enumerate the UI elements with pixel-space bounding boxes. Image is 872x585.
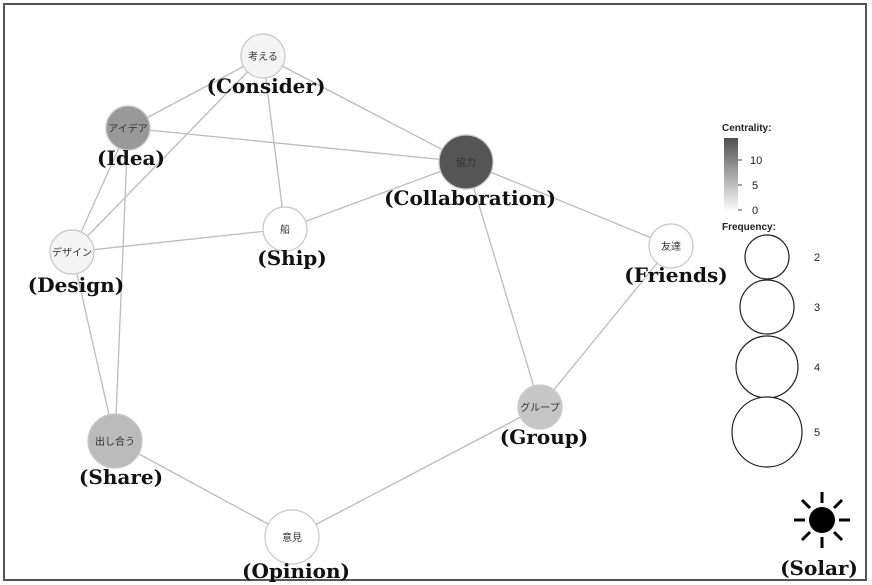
sun-icon bbox=[794, 492, 850, 548]
node-label-en-consider: (Consider) bbox=[207, 74, 326, 98]
node-label-jp-consider: 考える bbox=[248, 51, 278, 63]
edge-design-ship bbox=[71, 228, 286, 253]
node-label-en-idea: (Idea) bbox=[97, 146, 165, 170]
labels-layer: (Consider) (Idea) (Collaboration) (Ship) (De… bbox=[28, 74, 728, 583]
edge-group-opinion bbox=[291, 406, 541, 538]
edge-idea-collaboration bbox=[127, 127, 467, 163]
node-idea bbox=[105, 105, 151, 151]
node-group bbox=[517, 384, 563, 430]
node-label-en-collaboration: (Collaboration) bbox=[384, 186, 556, 210]
centrality-tick-label: 5 bbox=[752, 180, 758, 192]
legend: Centrality: 10 5 0 Frequency: 2 3 4 5 bbox=[722, 123, 820, 468]
centrality-legend-title: Centrality: bbox=[722, 123, 771, 134]
node-label-jp-idea: アイデア bbox=[108, 122, 148, 135]
node-label-jp-opinion: 意見 bbox=[282, 531, 302, 544]
diagram-frame bbox=[3, 3, 867, 581]
edge-collaboration-group bbox=[465, 161, 541, 408]
centrality-color-bar bbox=[724, 138, 738, 212]
node-collaboration bbox=[438, 134, 494, 190]
edge-consider-collaboration bbox=[262, 55, 467, 163]
node-label-jp-collaboration: 協力 bbox=[456, 156, 476, 169]
node-label-en-ship: (Ship) bbox=[257, 246, 327, 270]
node-label-jp-ship: 船 bbox=[280, 223, 290, 236]
frequency-label: 3 bbox=[814, 302, 820, 314]
node-label-jp-share: 出し合う bbox=[95, 435, 135, 448]
frequency-circle bbox=[744, 234, 790, 280]
node-label-jp-group: グループ bbox=[520, 401, 559, 414]
edge-share-opinion bbox=[114, 440, 293, 538]
edge-idea-design bbox=[71, 127, 129, 253]
node-consider bbox=[240, 33, 286, 79]
frequency-label: 2 bbox=[814, 252, 820, 264]
node-label-en-friends: (Friends) bbox=[624, 263, 727, 287]
centrality-tick-label: 10 bbox=[750, 155, 762, 167]
centrality-tick-label: 0 bbox=[752, 205, 758, 217]
edge-friends-group bbox=[539, 245, 672, 408]
node-share bbox=[87, 413, 143, 469]
solar-label: (Solar) bbox=[780, 556, 858, 580]
node-label-en-share: (Share) bbox=[79, 465, 163, 489]
node-label-en-opinion: (Opinion) bbox=[242, 559, 350, 583]
edge-idea-share bbox=[114, 127, 129, 442]
node-ship bbox=[262, 206, 308, 252]
frequency-circle bbox=[739, 279, 795, 335]
node-opinion bbox=[264, 509, 320, 565]
edge-design-share bbox=[71, 251, 116, 442]
node-label-en-design: (Design) bbox=[28, 273, 124, 297]
edge-ship-collaboration bbox=[284, 161, 467, 230]
node-label-jp-friends: 友達 bbox=[661, 240, 681, 253]
frequency-circle bbox=[735, 335, 799, 399]
node-label-jp-design: デザイン bbox=[52, 246, 92, 259]
frequency-label: 5 bbox=[814, 427, 820, 439]
frequency-label: 4 bbox=[814, 362, 820, 374]
frequency-circle bbox=[731, 396, 803, 468]
edge-collaboration-friends bbox=[465, 161, 672, 247]
frequency-legend-title: Frequency: bbox=[722, 222, 776, 233]
edge-consider-idea bbox=[127, 55, 264, 129]
edges-layer bbox=[71, 55, 672, 538]
node-label-en-group: (Group) bbox=[500, 425, 588, 449]
node-design bbox=[49, 229, 95, 275]
node-friends bbox=[648, 223, 694, 269]
edge-consider-design bbox=[71, 55, 264, 253]
